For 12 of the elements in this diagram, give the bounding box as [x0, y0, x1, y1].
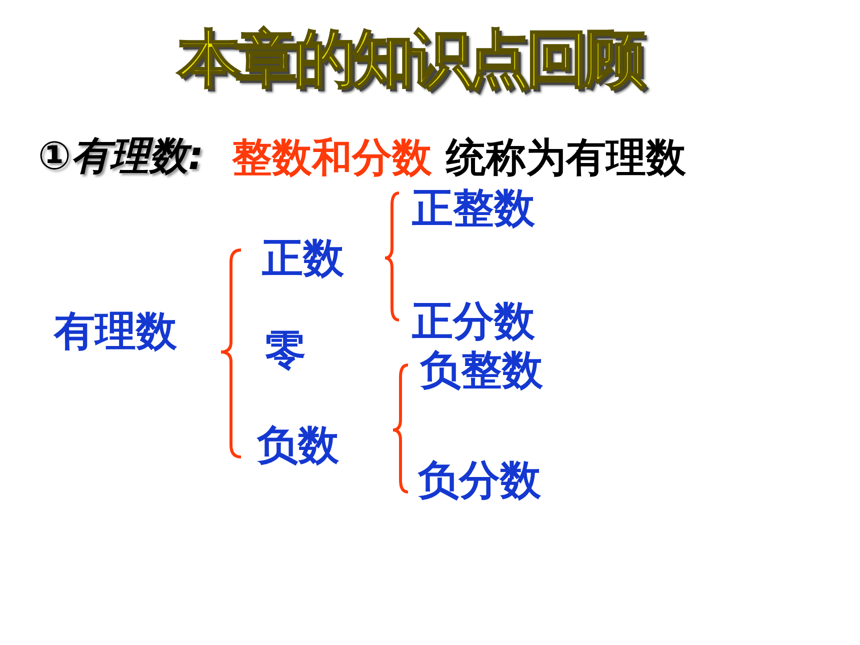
subcategory-label: 正整数	[412, 184, 535, 234]
title: 本章的知识点回顾	[176, 22, 644, 96]
subcategory-label: 负分数	[418, 456, 541, 506]
category-label: 正数	[262, 234, 344, 284]
intro-heading: ①有理数:	[38, 134, 204, 181]
category-label: 负数	[257, 421, 339, 470]
subcategory-label: 正分数	[412, 297, 535, 346]
subcategory-label: 负整数	[420, 346, 543, 396]
highlight-text: 整数和分数	[232, 134, 432, 182]
definition-text: 统称为有理数	[446, 134, 686, 182]
category-label: 零	[265, 326, 306, 376]
category-label: 有理数	[54, 307, 177, 356]
